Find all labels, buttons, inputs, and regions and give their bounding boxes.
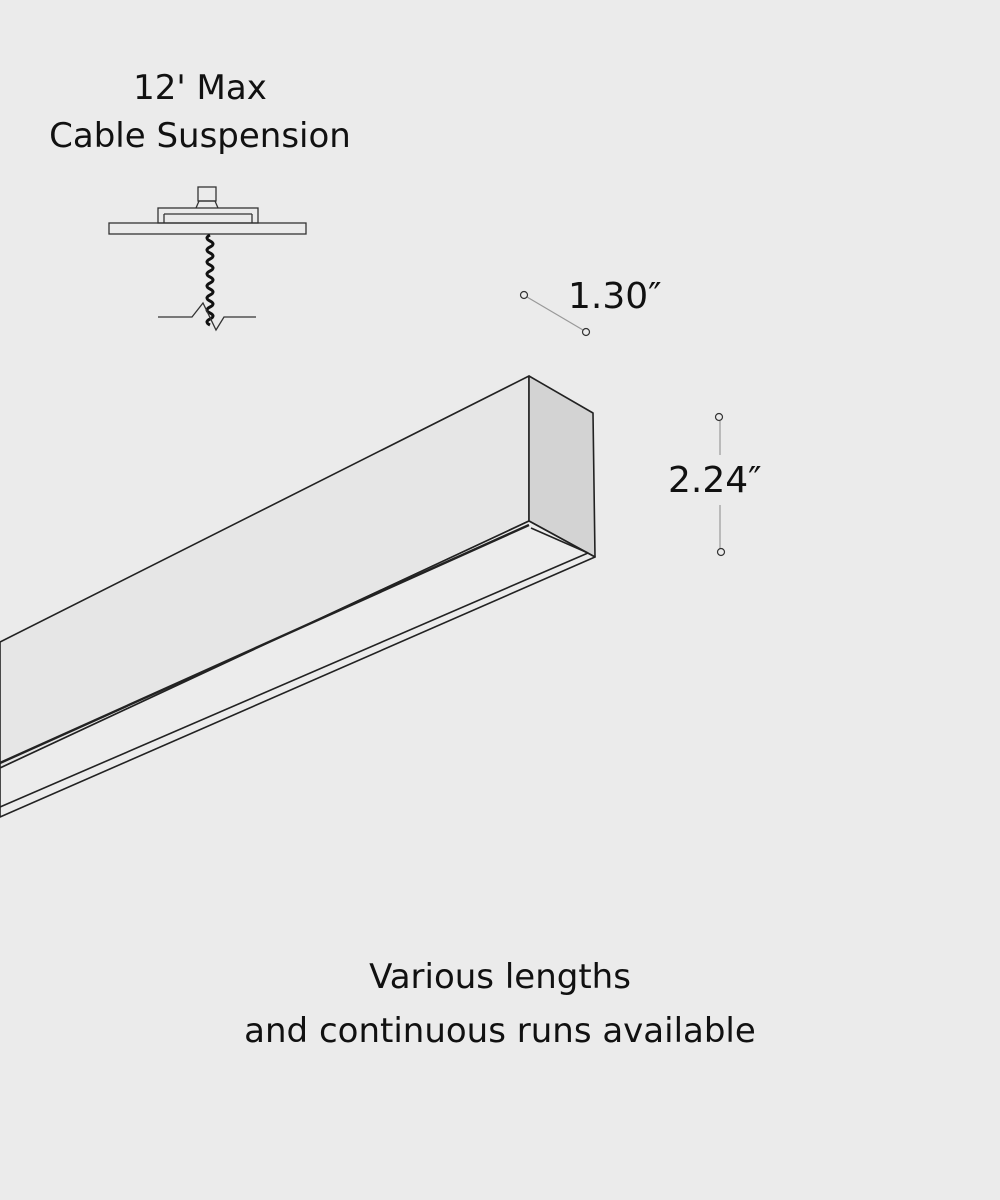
width-dimension-marker — [519, 290, 591, 337]
height-dimension-marker — [714, 412, 726, 557]
width-dimension-label: 1.30″ — [568, 276, 662, 317]
linear-fixture-drawing — [0, 375, 596, 818]
suspension-caption: 12' Max Cable Suspension — [0, 64, 400, 160]
lengths-line-1: Various lengths — [369, 957, 631, 997]
lengths-line-2: and continuous runs available — [244, 1011, 756, 1051]
cable-suspension-icon — [108, 186, 307, 332]
max-length-label: 12' Max — [133, 68, 267, 108]
suspension-type-label: Cable Suspension — [49, 116, 351, 156]
lengths-caption: Various lengths and continuous runs avai… — [0, 950, 1000, 1058]
height-dimension-label: 2.24″ — [668, 460, 762, 501]
